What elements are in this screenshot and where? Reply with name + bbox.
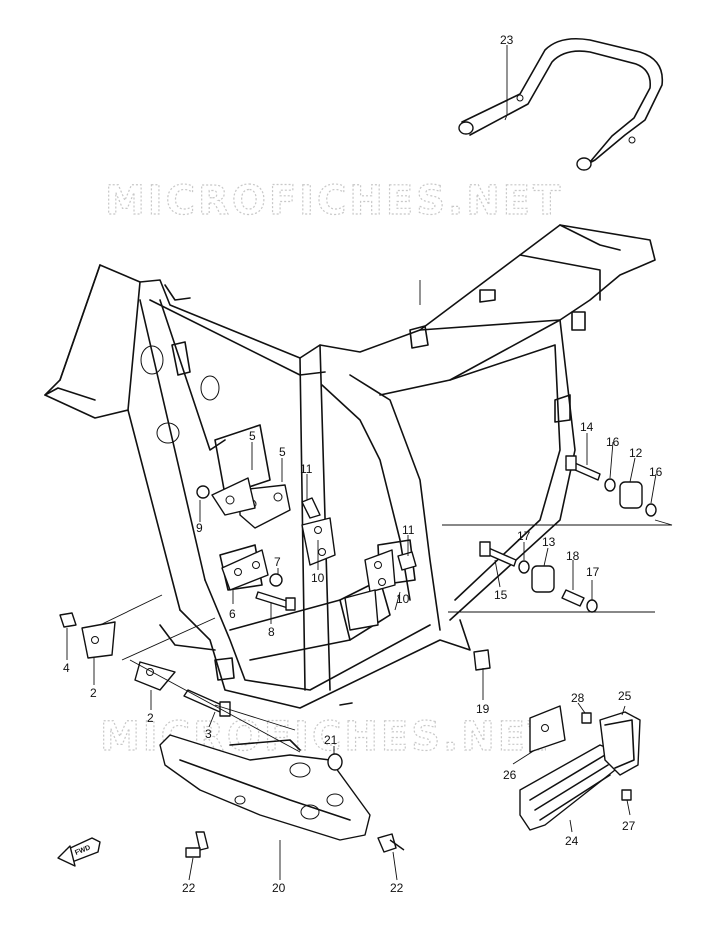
callout-17-b: 17	[586, 565, 600, 579]
callout-23: 23	[500, 33, 514, 47]
callout-15: 15	[494, 588, 508, 602]
collar-18[interactable]	[561, 589, 585, 607]
callout-2-b: 2	[147, 711, 154, 725]
watermark-top: MICROFICHES.NET	[105, 178, 563, 224]
callout-4: 4	[63, 661, 70, 675]
callout-9: 9	[196, 521, 203, 535]
bushing-12[interactable]	[619, 481, 643, 509]
callout-24: 24	[565, 834, 579, 848]
bolt-9[interactable]	[196, 485, 210, 499]
callout-21: 21	[324, 733, 338, 747]
bolt-15[interactable]	[479, 541, 517, 567]
tool-box-cover-25[interactable]	[599, 711, 641, 776]
callout-27: 27	[622, 819, 636, 833]
callout-16-a: 16	[606, 435, 620, 449]
callout-5-b: 5	[279, 445, 286, 459]
bolt-11-lower[interactable]	[397, 551, 417, 571]
bracket-2-upper[interactable]	[81, 621, 116, 659]
callout-labels: 23 5 5 9 11 7 6 8 10 11 10 4 2 2 3 14 16…	[63, 33, 663, 895]
callout-5-a: 5	[249, 429, 256, 443]
callout-8: 8	[268, 625, 275, 639]
bushing-13[interactable]	[531, 565, 555, 593]
callout-22-a: 22	[182, 881, 196, 895]
callout-10-a: 10	[311, 571, 325, 585]
callout-28: 28	[571, 691, 585, 705]
callout-14: 14	[580, 420, 594, 434]
bolt-22-right[interactable]	[377, 833, 405, 853]
main-frame[interactable]	[44, 224, 656, 709]
bolt-14[interactable]	[565, 455, 601, 481]
engine-bracket-6[interactable]	[221, 549, 269, 591]
callout-22-b: 22	[390, 881, 404, 895]
callout-3: 3	[205, 727, 212, 741]
callout-25: 25	[618, 689, 632, 703]
bolt-22-left[interactable]	[185, 831, 209, 858]
reference-lines	[99, 280, 673, 753]
bracket-26[interactable]	[529, 705, 566, 753]
rear-carrier[interactable]	[458, 37, 664, 171]
fwd-arrow-icon: FWD	[57, 837, 101, 867]
nut-4[interactable]	[59, 612, 77, 628]
tool-box[interactable]	[519, 744, 616, 831]
engine-mount-plate-left[interactable]	[211, 477, 291, 529]
nut-19[interactable]	[473, 649, 491, 671]
bolt-3[interactable]	[183, 689, 231, 717]
engine-mount-plate-right[interactable]	[301, 517, 396, 631]
callout-26: 26	[503, 768, 517, 782]
screw-28[interactable]	[581, 712, 592, 724]
washer-17-a[interactable]	[518, 560, 530, 574]
skid-plate[interactable]	[159, 734, 371, 841]
callout-12: 12	[629, 446, 643, 460]
callout-19: 19	[476, 702, 490, 716]
callout-11-b: 11	[402, 523, 415, 537]
callout-10-b: 10	[396, 592, 410, 606]
callout-16-b: 16	[649, 465, 663, 479]
callout-2-a: 2	[90, 686, 97, 700]
bolt-8[interactable]	[255, 591, 296, 611]
callout-7: 7	[274, 555, 281, 569]
rubber-plug-21[interactable]	[327, 753, 343, 771]
washer-16-b[interactable]	[645, 503, 657, 517]
callout-18: 18	[566, 549, 580, 563]
callout-leaders	[66, 45, 657, 881]
callout-20: 20	[272, 881, 286, 895]
callout-6: 6	[229, 607, 236, 621]
washer-17-b[interactable]	[586, 599, 598, 613]
nut-7[interactable]	[269, 573, 283, 587]
callout-13: 13	[542, 535, 556, 549]
bolt-11-upper[interactable]	[301, 497, 321, 519]
washer-16-a[interactable]	[604, 478, 616, 492]
callout-11-a: 11	[300, 462, 313, 476]
bracket-2-lower[interactable]	[134, 661, 176, 691]
screw-27[interactable]	[621, 789, 632, 801]
callout-17-a: 17	[517, 529, 531, 543]
